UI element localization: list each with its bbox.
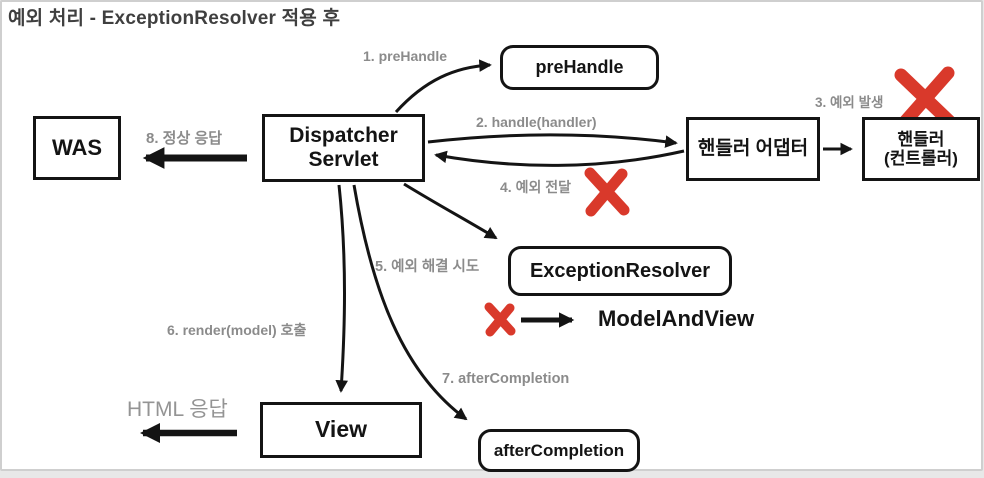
step2-label: 2. handle(handler) [476,114,597,130]
node-handler-adapter: 핸들러 어댑터 [686,117,820,181]
handler-line1: 핸들러 [897,129,945,149]
node-was: WAS [33,116,121,180]
page-title: 예외 처리 - ExceptionResolver 적용 후 [8,8,341,29]
step4-label: 4. 예외 전달 [500,179,571,195]
step1-label: 1. preHandle [363,48,448,64]
node-view: View [260,402,422,458]
red-x-icon-model-and-view [484,302,516,337]
model-and-view-label: ModelAndView [598,306,755,331]
node-prehandle: preHandle [500,45,659,90]
html-response-label: HTML 응답 [127,398,228,421]
dispatcher-line1: Dispatcher [289,124,398,148]
node-dispatcher-servlet: Dispatcher Servlet [262,114,425,182]
arrow-render-view [335,184,348,393]
step8-label: 8. 정상 응답 [146,130,223,147]
arrow-prehandle [394,59,492,114]
step7-label: 7. afterCompletion [442,371,570,387]
dispatcher-line2: Servlet [308,148,379,171]
handler-line2: (컨트롤러) [884,149,958,168]
node-exception-resolver: ExceptionResolver [508,246,732,296]
step6-label: 6. render(model) 호출 [167,322,307,338]
red-x-icon-handler [894,66,957,131]
step5-label: 5. 예외 해결 시도 [375,259,480,275]
arrow-exception-resolver [403,182,498,240]
arrow-exception-return [434,149,685,167]
arrow-after-completion [352,184,468,421]
arrow-handle [427,133,678,148]
node-handler-controller: 핸들러 (컨트롤러) [862,117,980,181]
step3-label: 3. 예외 발생 [815,95,884,110]
node-after-completion: afterCompletion [478,429,640,472]
red-x-icon-exception-pass [584,167,630,217]
